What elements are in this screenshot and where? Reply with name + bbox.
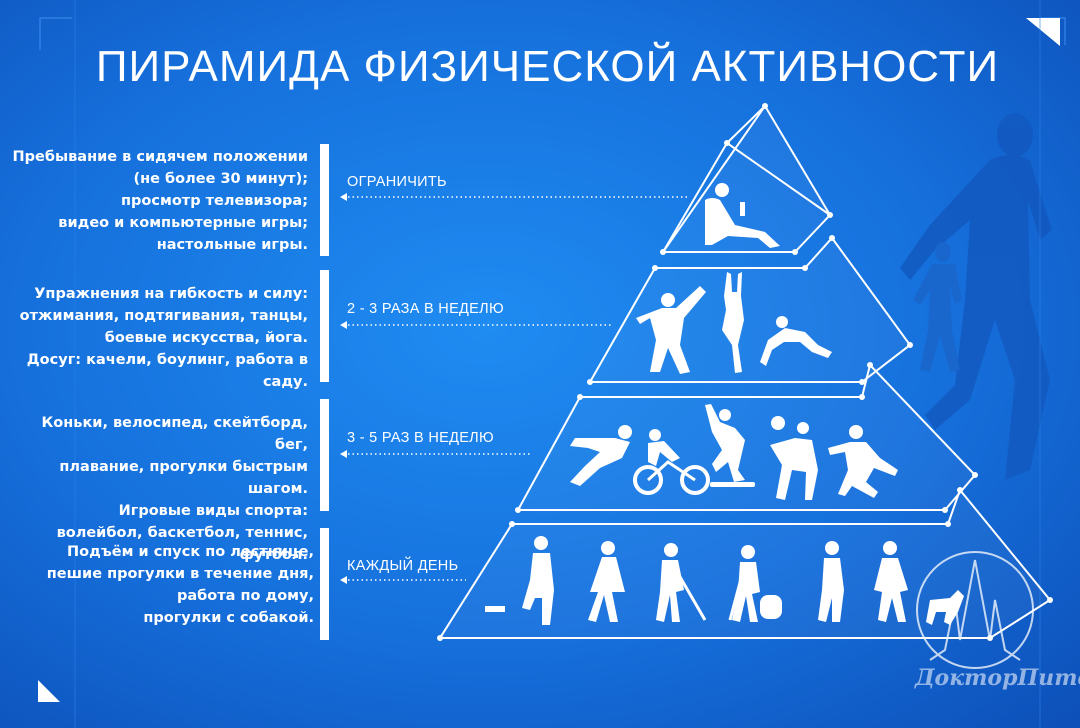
housework-mopping-icon xyxy=(656,543,707,622)
level-1-line: (не более 30 минут); xyxy=(133,171,309,187)
level-1-line: видео и компьютерные игры; xyxy=(58,215,308,231)
level-2-line: отжимания, подтягивания, танцы, xyxy=(19,308,308,324)
arrow-left-icon xyxy=(340,450,347,458)
runner-woman-icon xyxy=(828,425,898,498)
walking-man-icon xyxy=(818,541,844,622)
watermark-text: ДокторПитер xyxy=(915,665,1080,691)
level-4-line: работа по дому, xyxy=(177,588,314,604)
level-3-line: Коньки, велосипед, скейтборд, бег, xyxy=(41,415,308,453)
skater-icon xyxy=(570,425,632,486)
watermark-emblem-icon xyxy=(916,551,1034,669)
level-4-line: Подъём и спуск по лестнице, xyxy=(67,544,314,560)
level-2-frequency: 2 - 3 РАЗА В НЕДЕЛЮ xyxy=(347,301,504,317)
level-3-line: плавание, прогулки быстрым шагом. xyxy=(59,459,308,497)
level-1-description: Пребывание в сидячем положении (не более… xyxy=(8,146,308,256)
runner-silhouette-large xyxy=(900,113,1052,480)
football-player-icon xyxy=(770,416,818,500)
gymnast-bridge-icon xyxy=(760,316,832,366)
level-3-description: Коньки, велосипед, скейтборд, бег, плава… xyxy=(8,412,308,566)
stairs-climber-icon xyxy=(485,536,554,625)
level-1-line: просмотр телевизора; xyxy=(121,193,308,209)
level-2-description: Упражнения на гибкость и силу: отжимания… xyxy=(8,283,308,393)
level-4-divider xyxy=(320,528,329,640)
level-1-divider xyxy=(320,144,329,256)
arrow-left-icon xyxy=(340,576,347,584)
arrow-left-icon xyxy=(340,193,347,201)
level-3-frequency: 3 - 5 РАЗ В НЕДЕЛЮ xyxy=(347,430,494,446)
yoga-icon xyxy=(722,272,744,373)
tier-3-outline xyxy=(516,362,977,511)
skateboarder-icon xyxy=(705,404,755,487)
corner-triangle-bottom-left xyxy=(38,680,60,702)
level-3-line: Игровые виды спорта: xyxy=(118,503,308,519)
level-2-line: Досуг: качели, боулинг, работа в саду. xyxy=(26,352,308,390)
housework-vacuum-icon xyxy=(728,545,782,622)
walking-woman-icon xyxy=(588,541,625,622)
woman-with-dog-icon xyxy=(874,541,964,625)
tier-2-outline xyxy=(588,236,912,383)
runner-silhouette-small xyxy=(913,242,962,372)
arrow-left-icon xyxy=(340,321,347,329)
corner-triangle-top-right xyxy=(1026,18,1060,46)
level-3-line: волейбол, баскетбол, теннис, футбол. xyxy=(56,525,308,563)
sitting-person-icon xyxy=(705,183,780,248)
level-2-line: боевые искусства, йога. xyxy=(104,330,308,346)
martial-arts-icon xyxy=(636,286,706,374)
level-2-divider xyxy=(320,270,329,382)
level-3-divider xyxy=(320,399,329,511)
level-4-description: Подъём и спуск по лестнице, пешие прогул… xyxy=(14,541,314,629)
level-1-frequency: ОГРАНИЧИТЬ xyxy=(347,174,447,190)
cyclist-icon xyxy=(633,429,710,495)
level-4-frequency: КАЖДЫЙ ДЕНЬ xyxy=(347,558,459,574)
page-title: ПИРАМИДА ФИЗИЧЕСКОЙ АКТИВНОСТИ xyxy=(95,42,1000,91)
level-1-line: Пребывание в сидячем положении xyxy=(12,149,308,165)
level-2-line: Упражнения на гибкость и силу: xyxy=(34,286,308,302)
level-4-line: пешие прогулки в течение дня, xyxy=(46,566,314,582)
level-4-line: прогулки с собакой. xyxy=(143,610,314,626)
level-1-line: настольные игры. xyxy=(156,237,308,253)
